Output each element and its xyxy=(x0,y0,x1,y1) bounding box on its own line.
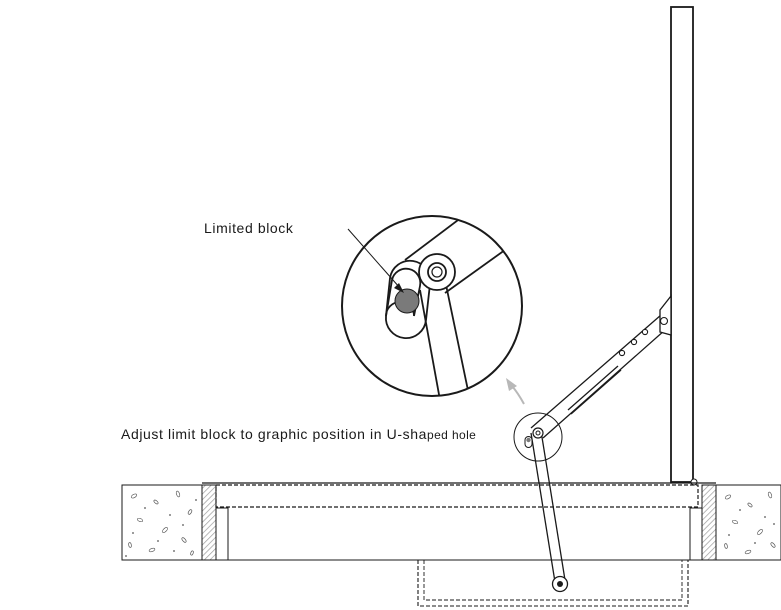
adjust-instruction-tail: ped hole xyxy=(427,428,477,442)
panel-bracket-pin xyxy=(659,316,669,326)
lower-housing-inner xyxy=(423,560,683,601)
zoom-detail xyxy=(341,215,523,397)
limited-block-label: Limited block xyxy=(204,220,294,236)
lower-housing-outline xyxy=(417,560,689,607)
concrete-right xyxy=(715,484,781,561)
stay-arm-holes xyxy=(618,328,649,357)
limit-block-small xyxy=(526,437,531,443)
vertical-panel xyxy=(670,6,694,483)
frame-wall-left xyxy=(201,484,217,561)
concrete-left xyxy=(121,484,203,561)
lower-rod-pivot-hole xyxy=(557,581,563,587)
direction-arrow xyxy=(506,378,525,405)
pivot-inner xyxy=(535,430,541,436)
limit-block xyxy=(394,288,420,314)
stay-arm xyxy=(530,314,666,439)
detail-circle xyxy=(513,412,563,462)
panel-bracket xyxy=(659,294,672,336)
label-leader xyxy=(347,228,404,293)
adjust-instruction-main: Adjust limit block to graphic position i… xyxy=(121,426,427,442)
adjust-instruction-label: Adjust limit block to graphic position i… xyxy=(121,426,476,442)
frame-wall-right xyxy=(701,484,717,561)
closed-lid-outline xyxy=(215,484,699,508)
lower-link-rod xyxy=(530,430,566,583)
frame-lip xyxy=(122,507,781,561)
panel-hinge-pin xyxy=(690,478,698,486)
